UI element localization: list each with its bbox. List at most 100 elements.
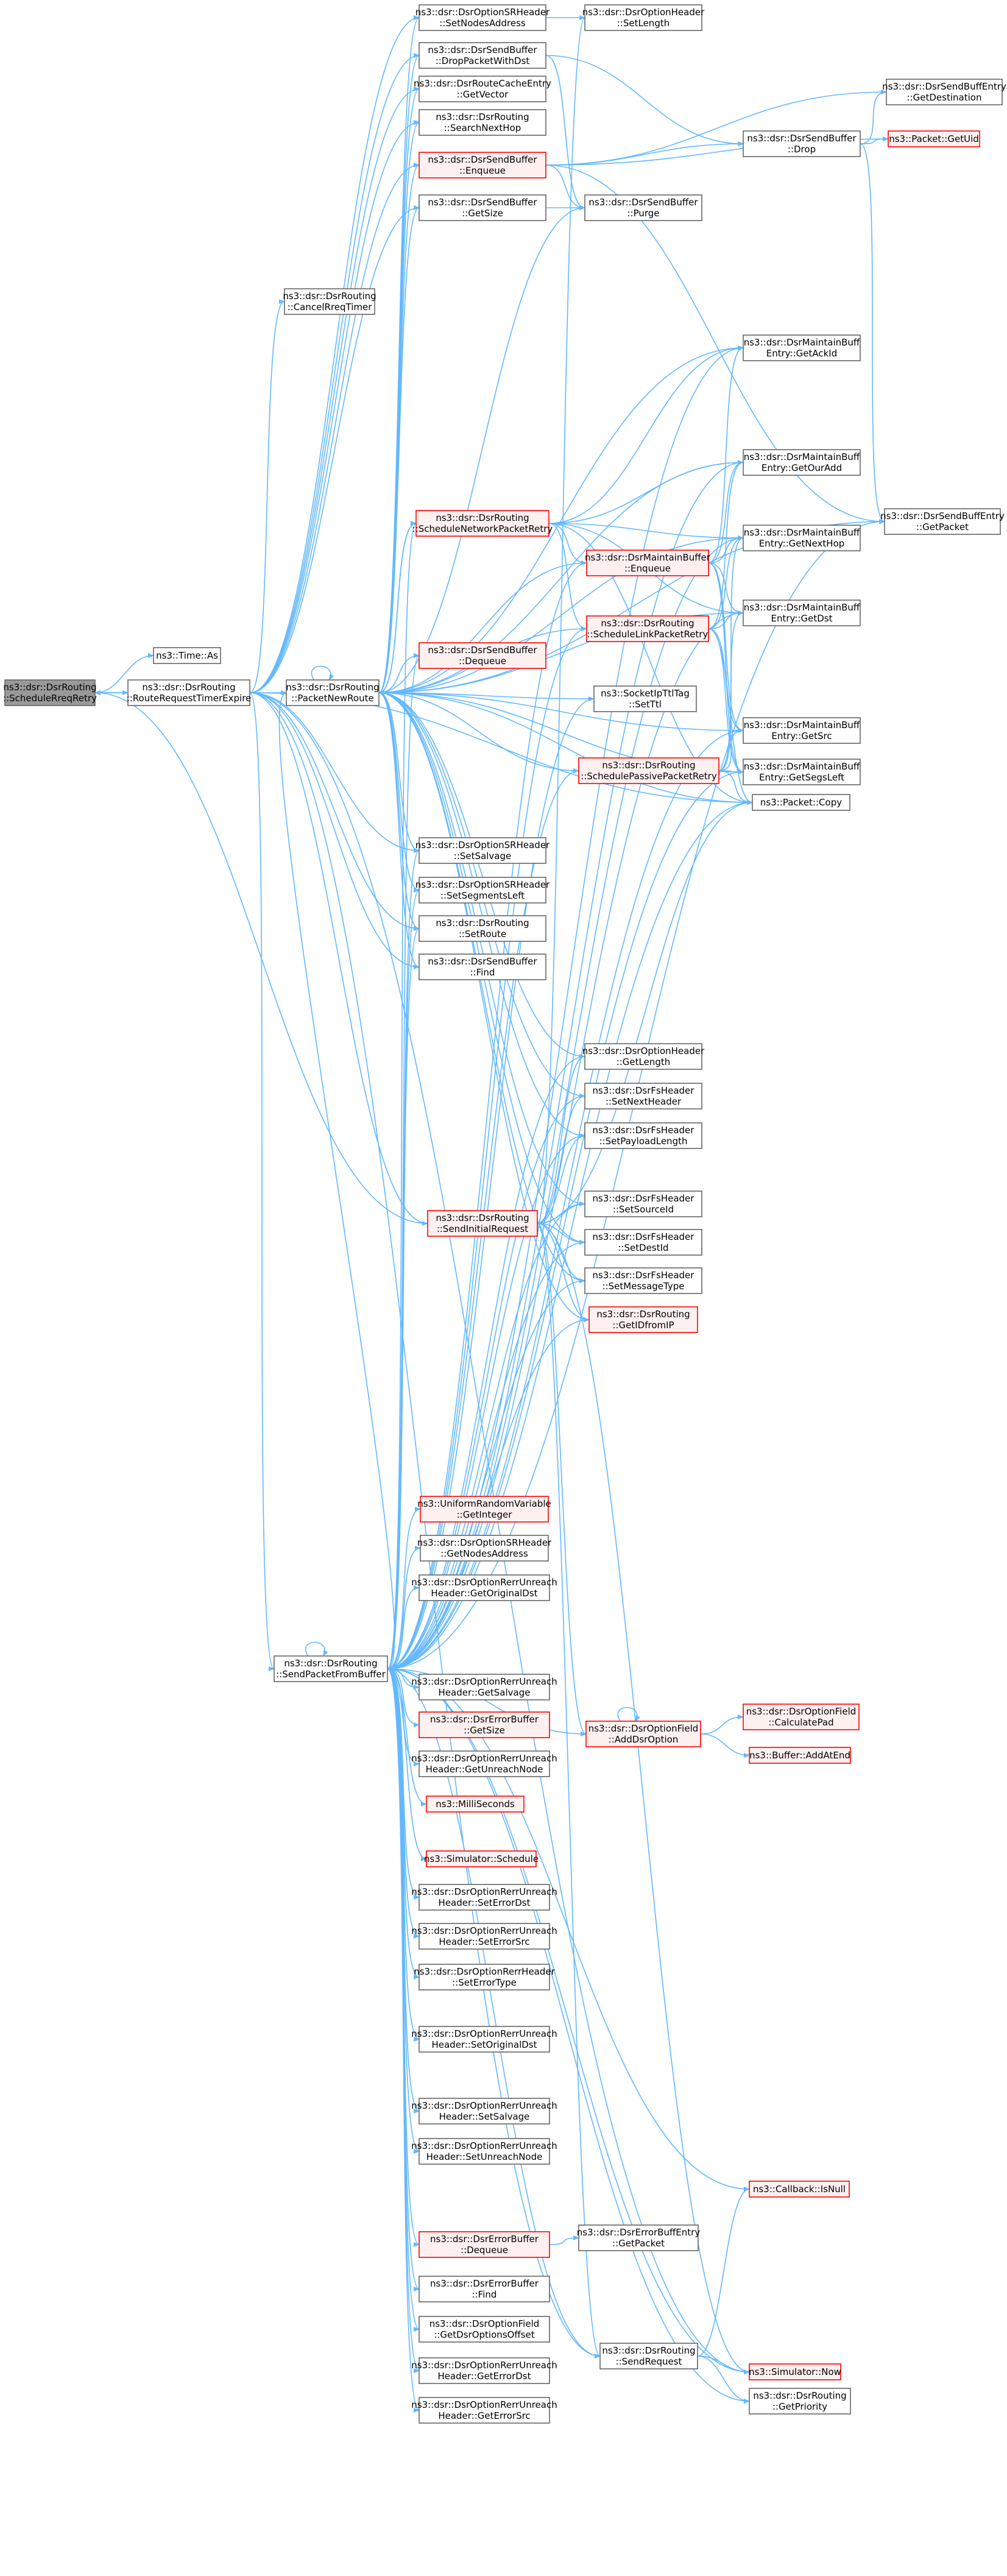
graph-node[interactable]: ns3::dsr::DsrOptionRerrUnreachHeader::Ge…	[411, 2357, 557, 2384]
graph-node[interactable]: ns3::dsr::DsrOptionField::CalculatePad	[743, 1704, 860, 1730]
call-edge	[537, 1223, 601, 2358]
graph-node[interactable]: ns3::dsr::DsrRouting::CancelRreqTimer	[283, 288, 376, 315]
graph-node[interactable]: ns3::dsr::DsrRouting::ScheduleNetworkPac…	[412, 510, 553, 537]
graph-node[interactable]: ns3::dsr::DsrOptionRerrUnreachHeader::Se…	[411, 2098, 557, 2125]
call-edge	[387, 1507, 421, 1669]
call-edge	[537, 800, 753, 1224]
graph-node[interactable]: ns3::dsr::DsrErrorBuffer::Dequeue	[419, 2231, 550, 2258]
graph-node[interactable]: ns3::dsr::DsrOptionSRHeader::SetSalvage	[415, 837, 550, 864]
graph-node[interactable]: ns3::dsr::DsrOptionSRHeader::SetSegments…	[415, 877, 550, 904]
graph-node[interactable]: ns3::dsr::DsrMaintainBuffer::Enqueue	[585, 550, 711, 576]
node-label: ns3::dsr::DsrSendBuffer	[428, 197, 537, 208]
node-label: ::Find	[472, 2289, 497, 2300]
graph-node[interactable]: ns3::dsr::DsrOptionHeader::SetLength	[582, 4, 705, 31]
graph-node[interactable]: ns3::SocketIpTtlTag::SetTtl	[593, 685, 697, 712]
graph-node[interactable]: ns3::dsr::DsrRouting::ScheduleRreqRetry	[3, 679, 97, 706]
graph-node[interactable]: ns3::dsr::DsrOptionRerrUnreachHeader::Ge…	[411, 2397, 557, 2424]
graph-node[interactable]: ns3::dsr::DsrSendBuffer::Find	[419, 954, 546, 980]
graph-node[interactable]: ns3::dsr::DsrErrorBuffer::GetSize	[419, 1711, 550, 1738]
call-edge	[387, 800, 753, 1669]
graph-node[interactable]: ns3::dsr::DsrRouting::GetIDfromIP	[588, 1306, 698, 1333]
graph-node[interactable]: ns3::dsr::DsrSendBuffer::Dequeue	[419, 642, 546, 669]
graph-node[interactable]: ns3::dsr::DsrOptionRerrUnreachHeader::Se…	[411, 2138, 557, 2165]
graph-node[interactable]: ns3::dsr::DsrFsHeader::SetPayloadLength	[584, 1122, 702, 1149]
graph-node[interactable]: ns3::dsr::DsrRouting::GetPriority	[749, 2388, 851, 2415]
call-edge	[94, 653, 154, 693]
call-edge	[387, 1668, 420, 1980]
node-box	[419, 2098, 550, 2125]
graph-node[interactable]: ns3::dsr::DsrRouting::SendPacketFromBuff…	[274, 1655, 388, 1682]
graph-node[interactable]: ns3::dsr::DsrOptionRerrUnreachHeader::Se…	[411, 1923, 557, 1950]
node-label: ::SetTtl	[629, 699, 662, 710]
graph-node[interactable]: ns3::Packet::GetUid	[888, 130, 980, 147]
graph-node[interactable]: ns3::dsr::DsrSendBuffer::GetSize	[419, 194, 546, 221]
graph-node[interactable]: ns3::dsr::DsrMaintainBuffEntry::GetNextH…	[743, 525, 861, 551]
graph-node[interactable]: ns3::dsr::DsrOptionRerrUnreachHeader::Ge…	[411, 1674, 557, 1700]
graph-node[interactable]: ns3::Packet::Copy	[752, 794, 850, 811]
node-label: ns3::dsr::DsrRouteCacheEntry	[414, 78, 551, 89]
graph-node[interactable]: ns3::dsr::DsrSendBuffer::Enqueue	[419, 152, 546, 179]
call-edge	[378, 692, 420, 893]
call-edge	[708, 562, 744, 733]
graph-node[interactable]: ns3::dsr::DsrOptionHeader::GetLength	[582, 1043, 705, 1070]
graph-node[interactable]: ns3::dsr::DsrErrorBuffer::Find	[419, 2276, 550, 2302]
call-edge	[387, 1668, 420, 2042]
graph-node[interactable]: ns3::dsr::DsrRouting::SetRoute	[419, 915, 546, 942]
node-box	[585, 1721, 701, 1747]
graph-node[interactable]: ns3::dsr::DsrSendBuffer::Purge	[584, 194, 702, 221]
graph-node[interactable]: ns3::dsr::DsrFsHeader::SetNextHeader	[584, 1083, 702, 1109]
node-label: ns3::dsr::DsrSendBuffer	[428, 154, 537, 165]
graph-node[interactable]: ns3::dsr::DsrOptionRerrHeader::SetErrorT…	[414, 1964, 556, 1990]
node-label: ns3::Time::As	[156, 650, 218, 661]
node-box	[419, 2316, 550, 2343]
graph-node[interactable]: ns3::dsr::DsrOptionRerrUnreachHeader::Se…	[411, 1884, 557, 1911]
graph-node[interactable]: ns3::dsr::DsrOptionSRHeader::SetNodesAdd…	[415, 4, 550, 31]
graph-node[interactable]: ns3::dsr::DsrRouting::SearchNextHop	[419, 109, 546, 136]
graph-node[interactable]: ns3::Simulator::Now	[749, 2363, 841, 2380]
graph-node[interactable]: ns3::dsr::DsrSendBuffer::DropPacketWithD…	[419, 42, 546, 69]
graph-node[interactable]: ns3::dsr::DsrRouting::PacketNewRoute	[286, 679, 380, 706]
node-box	[752, 794, 850, 811]
graph-node[interactable]: ns3::dsr::DsrOptionSRHeader::GetNodesAdd…	[417, 1535, 552, 1562]
graph-node[interactable]: ns3::dsr::DsrOptionRerrUnreachHeader::Ge…	[411, 1574, 557, 1601]
node-box	[586, 615, 709, 642]
graph-node[interactable]: ns3::dsr::DsrRouting::ScheduleLinkPacket…	[586, 615, 709, 642]
graph-node[interactable]: ns3::dsr::DsrRouting::SchedulePassivePac…	[578, 757, 719, 784]
node-label: ns3::dsr::DsrRouting	[602, 2345, 695, 2356]
node-label: ::SetPayloadLength	[599, 1136, 688, 1147]
graph-node[interactable]: ns3::dsr::DsrRouteCacheEntry::GetVector	[414, 76, 551, 102]
graph-node[interactable]: ns3::Simulator::Schedule	[424, 1850, 539, 1867]
call-edge	[387, 1094, 585, 1669]
node-label: ns3::dsr::DsrRouting	[436, 918, 529, 929]
graph-node[interactable]: ns3::Buffer::AddAtEnd	[749, 1747, 851, 1764]
graph-node[interactable]: ns3::dsr::DsrFsHeader::SetMessageType	[584, 1267, 702, 1294]
graph-node[interactable]: ns3::dsr::DsrRouting::SendRequest	[599, 2343, 698, 2369]
graph-node[interactable]: ns3::dsr::DsrRouting::SendInitialRequest	[427, 1210, 538, 1237]
graph-node[interactable]: ns3::dsr::DsrOptionField::AddDsrOption	[585, 1721, 701, 1747]
graph-node[interactable]: ns3::dsr::DsrSendBuffer::Drop	[743, 130, 861, 157]
graph-node[interactable]: ns3::dsr::DsrOptionRerrUnreachHeader::Ge…	[411, 1750, 557, 1777]
graph-node[interactable]: ns3::dsr::DsrRouting::RouteRequestTimerE…	[127, 679, 252, 706]
graph-node[interactable]: ns3::dsr::DsrSendBuffEntry::GetDestinati…	[882, 79, 1006, 105]
graph-node[interactable]: ns3::dsr::DsrOptionRerrUnreachHeader::Se…	[411, 2026, 557, 2053]
node-box	[419, 1923, 550, 1950]
node-label: ::SetErrorType	[452, 1977, 517, 1988]
node-label: ns3::dsr::DsrMaintainBuff	[744, 451, 860, 462]
graph-node[interactable]: ns3::Time::As	[153, 647, 221, 664]
graph-node[interactable]: ns3::UniformRandomVariable::GetInteger	[417, 1496, 551, 1523]
graph-node[interactable]: ns3::dsr::DsrFsHeader::SetDestId	[584, 1229, 702, 1256]
call-edge	[387, 1668, 420, 2154]
graph-node[interactable]: ns3::dsr::DsrErrorBuffEntry::GetPacket	[577, 2224, 701, 2251]
graph-node[interactable]: ns3::dsr::DsrSendBuffEntry::GetPacket	[880, 508, 1005, 535]
graph-node[interactable]: ns3::dsr::DsrMaintainBuffEntry::GetSegsL…	[743, 759, 861, 785]
graph-node[interactable]: ns3::dsr::DsrFsHeader::SetSourceId	[584, 1191, 702, 1217]
graph-node[interactable]: ns3::dsr::DsrOptionField::GetDsrOptionsO…	[419, 2316, 550, 2343]
graph-node[interactable]: ns3::MilliSeconds	[426, 1796, 525, 1813]
graph-node[interactable]: ns3::dsr::DsrMaintainBuffEntry::GetOurAd…	[743, 449, 861, 476]
node-label: ::ScheduleNetworkPacketRetry	[412, 523, 553, 534]
node-label: Header::SetUnreachNode	[426, 2151, 543, 2162]
graph-node[interactable]: ns3::Callback::IsNull	[749, 2181, 850, 2198]
